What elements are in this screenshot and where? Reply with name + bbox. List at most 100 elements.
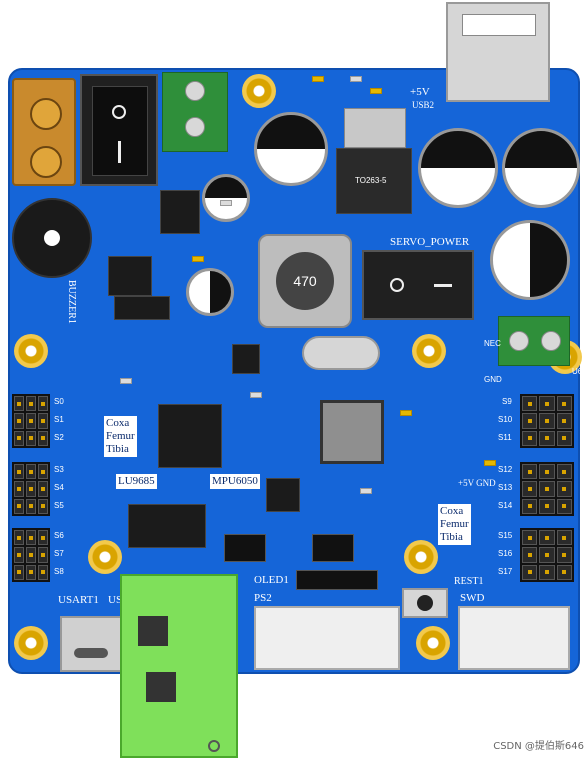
buzzer-label: BUZZER1	[66, 280, 77, 324]
switch-off-icon	[390, 278, 404, 292]
servo-header-left-3[interactable]	[12, 528, 50, 582]
servo-label-s2: S2	[54, 433, 64, 442]
mount-hole-icon	[14, 626, 48, 660]
servo-label-s8: S8	[54, 567, 64, 576]
mount-hole-icon	[404, 540, 438, 574]
mount-hole-icon	[416, 626, 450, 660]
capacitor-small	[202, 174, 250, 222]
inductor: 470	[258, 234, 352, 328]
small-ic	[160, 190, 200, 234]
servo-label-s10: S10	[498, 415, 513, 424]
ps2-connector[interactable]	[254, 606, 400, 670]
imu-chip	[266, 478, 300, 512]
servo-label-s3: S3	[54, 465, 64, 474]
gnd-label: GND	[484, 375, 502, 384]
mount-hole-icon	[88, 540, 122, 574]
dip-switch[interactable]	[312, 534, 354, 562]
wireless-module	[120, 574, 238, 758]
servo-header-right-3[interactable]	[520, 528, 574, 582]
buzzer-hole-icon	[44, 230, 60, 246]
power-terminal	[12, 78, 76, 186]
mcu-chip	[320, 400, 384, 464]
oled-label: OLED1	[254, 574, 289, 586]
reset-button[interactable]	[402, 588, 448, 618]
leg-labels-right: Coxa Femur Tibia	[438, 504, 471, 545]
buzzer	[12, 198, 92, 278]
servo-label-s16: S16	[498, 549, 513, 558]
servo-label-s11: S11	[498, 433, 512, 442]
servo-power-label: SERVO_POWER	[390, 236, 470, 248]
servo-header-left-1[interactable]	[12, 394, 50, 448]
servo-label-s14: S14	[498, 501, 513, 510]
capacitor-large	[418, 128, 498, 208]
resistor	[312, 76, 324, 82]
leg-label: Femur	[440, 518, 469, 530]
usb-port-icon	[462, 14, 536, 36]
screw-icon	[185, 81, 205, 101]
mount-hole-icon	[242, 74, 276, 108]
terminal-screw-icon	[30, 98, 62, 130]
servo-label-s6: S6	[54, 531, 64, 540]
servo-label-s5: S5	[54, 501, 64, 510]
screw-icon	[509, 331, 529, 351]
screw-terminal-right	[498, 316, 570, 366]
small-ic	[232, 344, 260, 374]
swd-connector[interactable]	[458, 606, 570, 670]
usb-connector	[446, 2, 550, 102]
servo-power-switch[interactable]	[362, 250, 474, 320]
servo-header-left-2[interactable]	[12, 462, 50, 516]
power-switch[interactable]	[80, 74, 158, 186]
servo-label-s0: S0	[54, 397, 64, 406]
driver-chip-lower	[128, 504, 206, 548]
servo-label-s1: S1	[54, 415, 64, 424]
capacitor-large	[254, 112, 328, 186]
servo-header-right-2[interactable]	[520, 462, 574, 516]
usb-label: USB2	[412, 100, 435, 110]
mount-hole-icon	[14, 334, 48, 368]
screw-icon	[185, 117, 205, 137]
servo-header-right-1[interactable]	[520, 394, 574, 448]
usart1-label: USART1	[58, 594, 99, 606]
module-chip	[138, 616, 168, 646]
regulator-label: TO263-5	[355, 176, 387, 185]
antenna-icon	[208, 740, 220, 752]
button-cap-icon	[417, 595, 433, 611]
small-ic	[108, 256, 152, 296]
pcb-board: BUZZER1 USB2 +5V TO263-5 470 SERVO_POWER…	[8, 2, 587, 674]
watermark: CSDN @提伯斯646	[493, 741, 584, 752]
oled-header[interactable]	[296, 570, 378, 590]
leg-label: Coxa	[106, 417, 130, 429]
capacitor-smd	[350, 76, 362, 82]
capacitor-small	[186, 268, 234, 316]
small-ic	[114, 296, 170, 320]
capacitor-smd	[120, 378, 132, 384]
dip-switch[interactable]	[224, 534, 266, 562]
crystal	[302, 336, 380, 370]
switch-on-icon	[434, 284, 452, 287]
ps2-label: PS2	[254, 592, 272, 604]
plus5v-label-top: +5V	[410, 86, 430, 98]
capacitor-smd	[250, 392, 262, 398]
inductor-value: 470	[293, 273, 317, 289]
usb-c-port[interactable]	[60, 616, 122, 672]
nec-label: NEC	[484, 339, 501, 348]
resistor	[192, 256, 204, 262]
screw-icon	[541, 331, 561, 351]
mpu6050-label: MPU6050	[210, 474, 260, 489]
servo-label-s4: S4	[54, 483, 64, 492]
servo-label-s17: S17	[498, 567, 513, 576]
servo-label-s12: S12	[498, 465, 513, 474]
leg-label: Tibia	[106, 443, 129, 455]
capacitor-large	[490, 220, 570, 300]
us-label: US	[108, 594, 123, 606]
leg-label: Coxa	[440, 505, 464, 517]
inductor-core: 470	[276, 252, 334, 310]
module-chip	[146, 672, 176, 702]
capacitor-large	[502, 128, 580, 208]
resistor	[400, 410, 412, 416]
usb-c-slot-icon	[74, 648, 108, 658]
plus5v-gnd-label: +5V GND	[458, 478, 496, 488]
mount-hole-icon	[412, 334, 446, 368]
capacitor-smd	[360, 488, 372, 494]
rest1-label: REST1	[454, 576, 484, 587]
